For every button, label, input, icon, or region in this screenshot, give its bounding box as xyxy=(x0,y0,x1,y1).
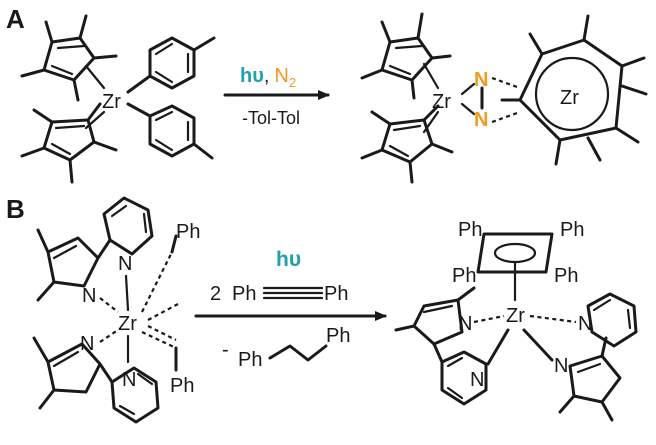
panel-b-reaction-arrow: hυ 2 Ph Ph - Ph Ph xyxy=(194,248,387,371)
panel-a: A xyxy=(6,4,648,184)
cp-star-ring-upper xyxy=(20,14,118,102)
byproduct-tol-tol: -Tol-Tol xyxy=(242,108,300,128)
panel-a-label: A xyxy=(6,4,25,34)
panel-b-product: Ph Ph Ph Ph Zr N N xyxy=(394,219,638,422)
alkyne-coefficient: 2 xyxy=(210,283,221,305)
bibenzyl-ph-left: Ph xyxy=(238,349,262,371)
dinitrogen-label: N xyxy=(274,65,288,87)
n-atom-pyridyl-upper: N xyxy=(118,253,132,275)
dinitrogen-bridge: N N xyxy=(460,69,521,131)
product-pyrrolyl-left xyxy=(394,286,476,364)
bibenzyl-minus: - xyxy=(222,339,229,361)
tolyl-group-upper xyxy=(126,36,216,94)
n-atom-product-bottom-right: N xyxy=(554,355,568,377)
product-pyrrolyl-bottom-right xyxy=(558,336,622,422)
n-atom-top: N xyxy=(474,69,488,91)
panel-b-label: B xyxy=(6,194,25,224)
pyridyl-ring-lower xyxy=(98,362,160,424)
pyrrolyl-ring-upper xyxy=(36,228,100,302)
triple-bond xyxy=(262,286,324,300)
product-cp-star-upper xyxy=(360,12,452,100)
tolyl-group-lower xyxy=(126,102,214,160)
ph-label-product-mid-right: Ph xyxy=(554,265,578,287)
bibenzyl-chain xyxy=(268,344,328,362)
alkyne-ph-right: Ph xyxy=(324,283,348,305)
n-atom-pyrrolyl-upper: N xyxy=(82,285,96,307)
product-cp-star-lower xyxy=(360,104,454,184)
bibenzyl-ph-right: Ph xyxy=(326,325,350,347)
panel-a-reactant: Zr xyxy=(20,14,216,184)
ph-label-product-top-right: Ph xyxy=(560,219,584,241)
ph-label-product-mid-left: Ph xyxy=(452,265,476,287)
zr-atom-b-product: Zr xyxy=(506,305,525,327)
product-pyridyl-bottom-left xyxy=(440,350,488,406)
n-atom-pyrrolyl-lower: N xyxy=(80,333,94,355)
zr-atom-a-product: Zr xyxy=(432,91,451,113)
ph-label-reactant-top: Ph xyxy=(176,221,200,243)
zirconocene-fragment: Zr xyxy=(500,14,648,166)
product-pyridyl-right xyxy=(586,292,638,348)
light-hv-b: hυ xyxy=(276,248,301,271)
alkyne-ph-left: Ph xyxy=(232,283,256,305)
pyrrolyl-ring-lower xyxy=(32,336,102,410)
n-atom-pyridyl-lower: N xyxy=(122,369,136,391)
panel-b: B N N Zr xyxy=(6,194,638,424)
n-atom-product-bottom-left: N xyxy=(470,369,484,391)
n-atom-product-left: N xyxy=(458,313,472,335)
cp-star-ring-lower xyxy=(20,102,118,184)
panel-a-product: Zr N N xyxy=(360,12,648,184)
panel-a-reaction-arrow: hυ,N2 -Tol-Tol xyxy=(223,65,330,128)
zr-atom-a-reactant: Zr xyxy=(102,91,121,113)
panel-b-reactant: N N Zr Ph Ph N xyxy=(32,196,200,424)
pyridyl-ring-upper xyxy=(96,196,154,260)
n-atom-product-right: N xyxy=(578,313,592,335)
light-hv-a: hυ xyxy=(240,65,264,87)
n-atom-bottom: N xyxy=(474,109,488,131)
zr-atom-a-inner: Zr xyxy=(560,87,579,109)
zr-atom-b-reactant: Zr xyxy=(118,313,137,335)
panel-a-conditions: hυ,N2 xyxy=(240,65,296,90)
ph-label-reactant-bottom: Ph xyxy=(170,375,194,397)
ph-label-product-top-left: Ph xyxy=(458,219,482,241)
